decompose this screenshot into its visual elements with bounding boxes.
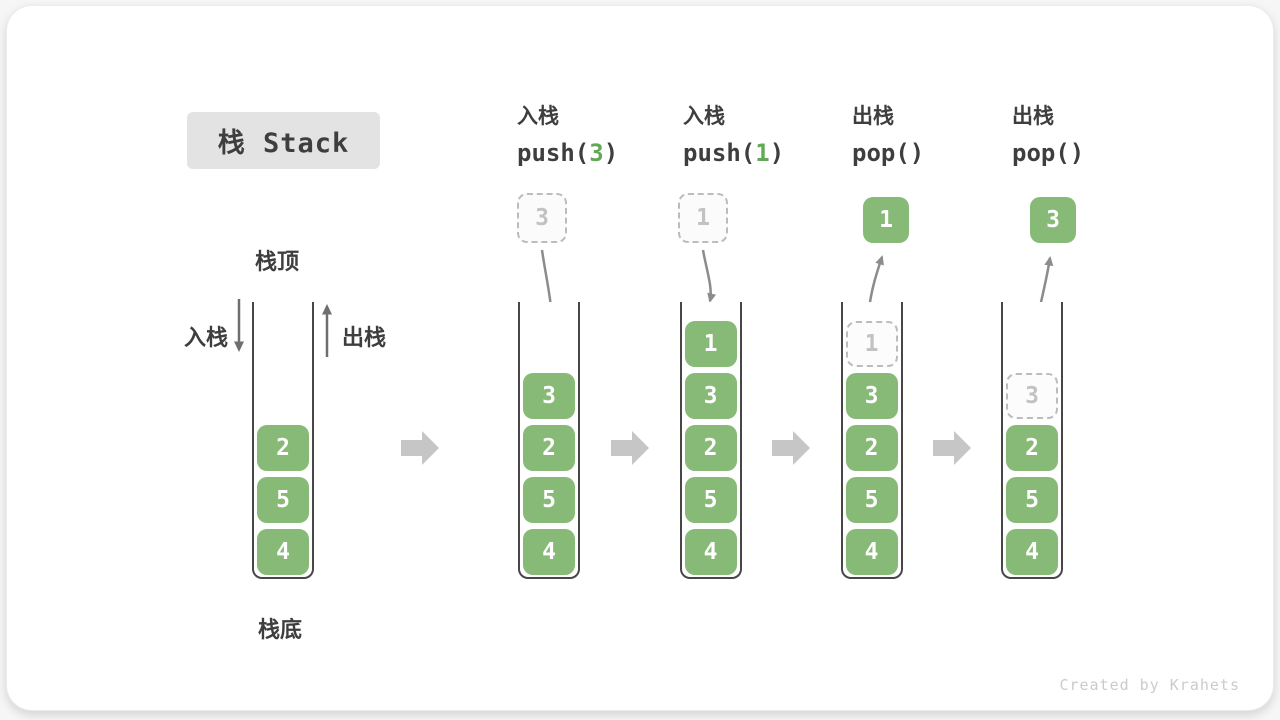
code-suffix: ) — [769, 139, 785, 167]
code-prefix: push( — [517, 139, 590, 167]
operation-label: 入栈 — [683, 104, 725, 128]
stack-cell: 5 — [1006, 477, 1058, 523]
stack-cell: 2 — [684, 425, 737, 471]
code-argument: 1 — [755, 139, 770, 167]
push-direction-label: 入栈 — [183, 326, 228, 351]
code-prefix: push( — [683, 139, 756, 167]
popped-value-badge: 3 — [1030, 197, 1076, 243]
stack-cell: 4 — [1006, 529, 1058, 575]
stack-cell: 2 — [523, 425, 575, 471]
stack-cell: 5 — [523, 477, 575, 523]
stack-cell: 3 — [684, 373, 737, 419]
title-badge: 栈 Stack — [187, 112, 380, 169]
stack-top-label: 栈顶 — [254, 250, 299, 275]
stack-cell: 1 — [684, 321, 737, 367]
operation-label: 入栈 — [517, 104, 559, 128]
stack-cell: 4 — [523, 529, 575, 575]
popped-value-badge: 1 — [863, 197, 909, 243]
code-prefix: pop() — [1012, 139, 1085, 167]
stack-cell-ghost: 1 — [845, 321, 898, 367]
stack-cell: 4 — [684, 529, 737, 575]
incoming-value-ghost: 1 — [678, 193, 728, 243]
stack-cell-ghost: 3 — [1006, 373, 1058, 419]
stack-cell: 3 — [845, 373, 898, 419]
operation-code: push(3) — [517, 139, 667, 167]
stack-cell: 2 — [257, 425, 309, 471]
stack-after-push-3-header: 入栈 push(3) — [517, 100, 667, 167]
stack-cell: 4 — [257, 529, 309, 575]
operation-label: 出栈 — [1012, 104, 1054, 128]
operation-code: pop() — [1012, 139, 1162, 167]
code-suffix: ) — [603, 139, 619, 167]
operation-code: pop() — [852, 139, 1002, 167]
code-prefix: pop() — [852, 139, 925, 167]
incoming-value-ghost: 3 — [517, 193, 567, 243]
stack-after-pop-1-header: 出栈 pop() — [852, 100, 1002, 167]
operation-code: push(1) — [683, 139, 833, 167]
stack-cell: 5 — [684, 477, 737, 523]
stack-cell: 2 — [1006, 425, 1058, 471]
stack-after-push-1-header: 入栈 push(1) — [683, 100, 833, 167]
title-text: 栈 Stack — [217, 128, 350, 159]
stack-after-pop-3-header: 出栈 pop() — [1012, 100, 1162, 167]
stack-cell: 5 — [257, 477, 309, 523]
stack-cell: 5 — [845, 477, 898, 523]
pop-direction-label: 出栈 — [342, 326, 387, 351]
stack-cell: 3 — [523, 373, 575, 419]
stack-bottom-label: 栈底 — [257, 618, 302, 643]
stack-cell: 4 — [845, 529, 898, 575]
code-argument: 3 — [589, 139, 604, 167]
operation-label: 出栈 — [852, 104, 894, 128]
watermark: Created by Krahets — [1059, 676, 1240, 694]
stack-cell: 2 — [845, 425, 898, 471]
